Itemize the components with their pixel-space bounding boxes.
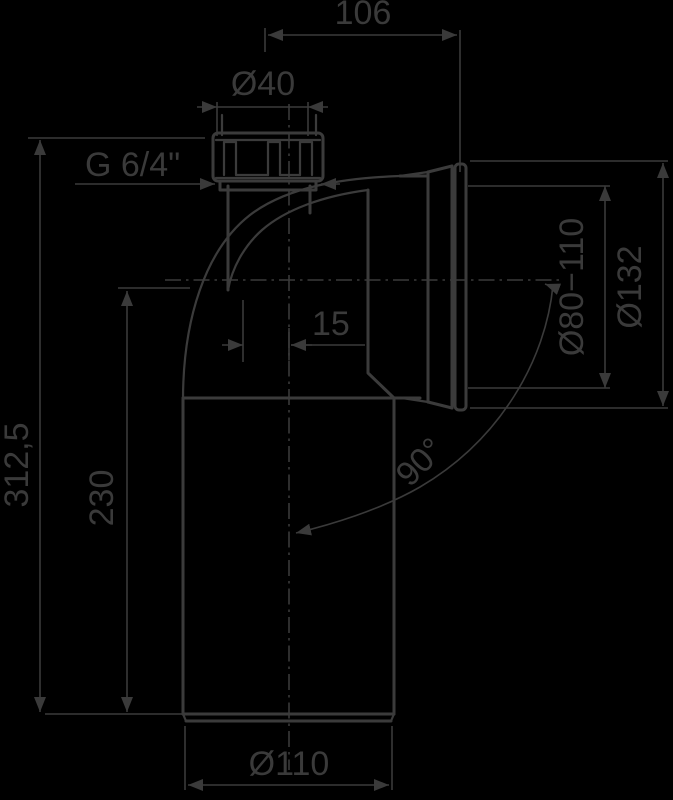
callout-thread-g64: G 6/4" (28, 137, 340, 190)
outlet-flange-ring (453, 162, 468, 412)
outlet-sleeve-bottom-link (426, 400, 454, 410)
dimension-diameter-132: Ø132 (470, 160, 669, 409)
thread-rib-3 (298, 140, 314, 177)
dim106-label: 106 (335, 0, 392, 32)
outlet-chamfer-bottom (400, 396, 430, 404)
elbow-outer-curve (181, 174, 402, 402)
outlet-chamfer-top (398, 170, 430, 178)
dimension-diameter-40: Ø40 (197, 65, 328, 136)
dim40-label: Ø40 (231, 65, 295, 103)
thread-nut-body (211, 131, 325, 183)
dim110-label: Ø110 (249, 745, 330, 783)
angle90-top-arrow (544, 283, 562, 295)
dim230-label: 230 (83, 470, 121, 527)
outlet-taper-upper (366, 188, 396, 400)
dimension-length-106: 106 (264, 0, 461, 172)
dimension-height-230: 230 (45, 287, 190, 715)
rim-right-tick (389, 712, 396, 723)
dimension-wall-15: 15 (222, 300, 365, 362)
dim80110-label: Ø80−110 (553, 218, 591, 356)
g64-label: G 6/4" (85, 146, 180, 184)
dimension-height-312-5: 312,5 (0, 140, 46, 712)
dim132-label: Ø132 (611, 245, 649, 328)
centerlines (165, 104, 560, 770)
dim3125-label: 312,5 (0, 422, 36, 507)
dimension-diameter-80-110: Ø80−110 (468, 185, 611, 389)
angle90-arc (295, 284, 554, 536)
elbow-inner-curve (226, 188, 370, 292)
dimension-diameter-110: Ø110 (184, 726, 393, 791)
outlet-sleeve-top-link (426, 164, 454, 174)
thread-rib-1 (222, 140, 238, 177)
rim-left-tick (181, 712, 188, 723)
angle90-label: 90° (389, 431, 452, 494)
thread-rib-2 (266, 140, 282, 177)
part-outline (181, 113, 468, 723)
dim15-label: 15 (312, 305, 350, 343)
